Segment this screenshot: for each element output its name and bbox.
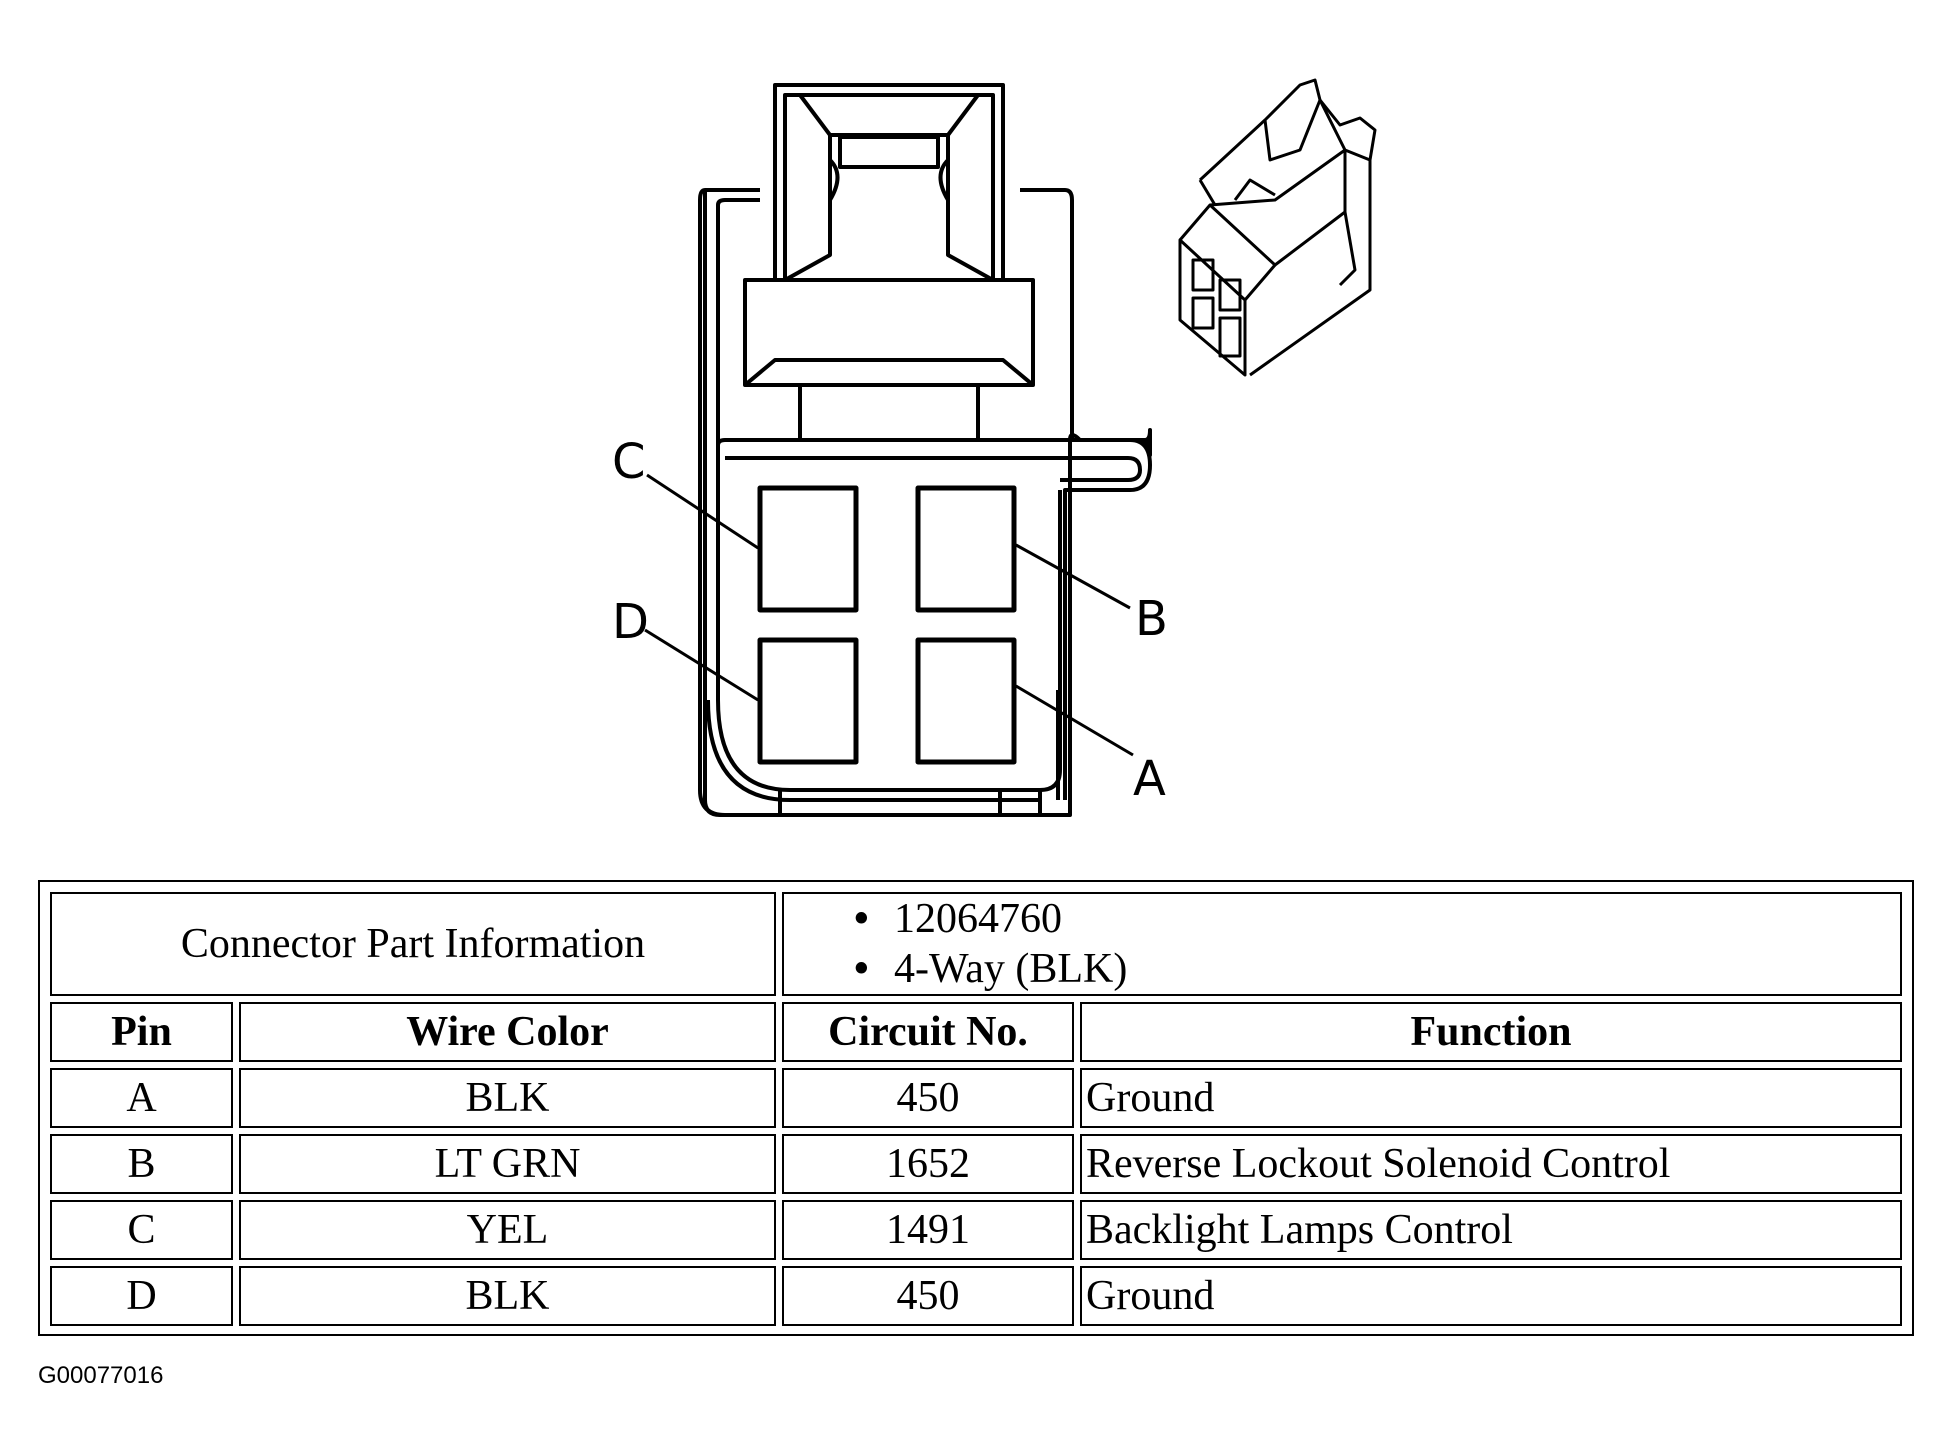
leader-a <box>1015 684 1134 757</box>
cell-function: Ground <box>1080 1266 1902 1326</box>
table-row: D BLK 450 Ground <box>50 1266 1902 1326</box>
part-info-item: •4-Way (BLK) <box>854 946 1128 992</box>
cell-function: Reverse Lockout Solenoid Control <box>1080 1134 1902 1194</box>
figure-id: G00077016 <box>38 1362 164 1389</box>
table-header-row: Pin Wire Color Circuit No. Function <box>50 1002 1902 1062</box>
pin-label-c: C <box>612 434 646 490</box>
connector-type: 4-Way (BLK) <box>894 946 1128 992</box>
pin-label-d: D <box>612 594 649 650</box>
header-wire-color: Wire Color <box>239 1002 776 1062</box>
face-plate <box>716 438 1152 800</box>
table-row: A BLK 450 Ground <box>50 1068 1902 1128</box>
connector-diagram: C D B A <box>612 78 1377 817</box>
cell-function: Backlight Lamps Control <box>1080 1200 1902 1260</box>
cavity-a <box>915 637 1017 765</box>
leader-b <box>1015 543 1131 610</box>
cell-pin: B <box>50 1134 233 1194</box>
leader-d <box>644 628 759 702</box>
part-info-label: Connector Part Information <box>50 892 776 996</box>
cell-circuit-no: 1491 <box>782 1200 1074 1260</box>
latch-outer <box>773 83 1005 282</box>
leader-c <box>646 473 759 550</box>
cell-function: Ground <box>1080 1068 1902 1128</box>
pin-label-a: A <box>1133 751 1166 807</box>
cell-circuit-no: 450 <box>782 1068 1074 1128</box>
cell-wire-color: LT GRN <box>239 1134 776 1194</box>
cell-wire-color: BLK <box>239 1266 776 1326</box>
cell-wire-color: BLK <box>239 1068 776 1128</box>
header-function: Function <box>1080 1002 1902 1062</box>
header-circuit-no: Circuit No. <box>782 1002 1074 1062</box>
cell-pin: C <box>50 1200 233 1260</box>
table-row: C YEL 1491 Backlight Lamps Control <box>50 1200 1902 1260</box>
table-row: B LT GRN 1652 Reverse Lockout Solenoid C… <box>50 1134 1902 1194</box>
cell-wire-color: YEL <box>239 1200 776 1260</box>
cavity-c <box>757 485 859 613</box>
cell-circuit-no: 1652 <box>782 1134 1074 1194</box>
cavity-d <box>757 637 859 765</box>
part-number: 12064760 <box>894 896 1062 942</box>
connector-table: Connector Part Information •12064760 •4-… <box>44 886 1908 1332</box>
connector-body-outline <box>698 188 1152 817</box>
latch-base <box>743 278 1035 387</box>
connector-iso-view <box>1178 78 1377 377</box>
cell-circuit-no: 450 <box>782 1266 1074 1326</box>
header-pin: Pin <box>50 1002 233 1062</box>
cell-pin: A <box>50 1068 233 1128</box>
pin-label-b: B <box>1135 591 1168 647</box>
cavity-b <box>915 485 1017 613</box>
cell-pin: D <box>50 1266 233 1326</box>
part-info-item: •12064760 <box>854 896 1062 942</box>
connector-table-frame: Connector Part Information •12064760 •4-… <box>38 880 1914 1336</box>
part-info-values: •12064760 •4-Way (BLK) <box>782 892 1902 996</box>
